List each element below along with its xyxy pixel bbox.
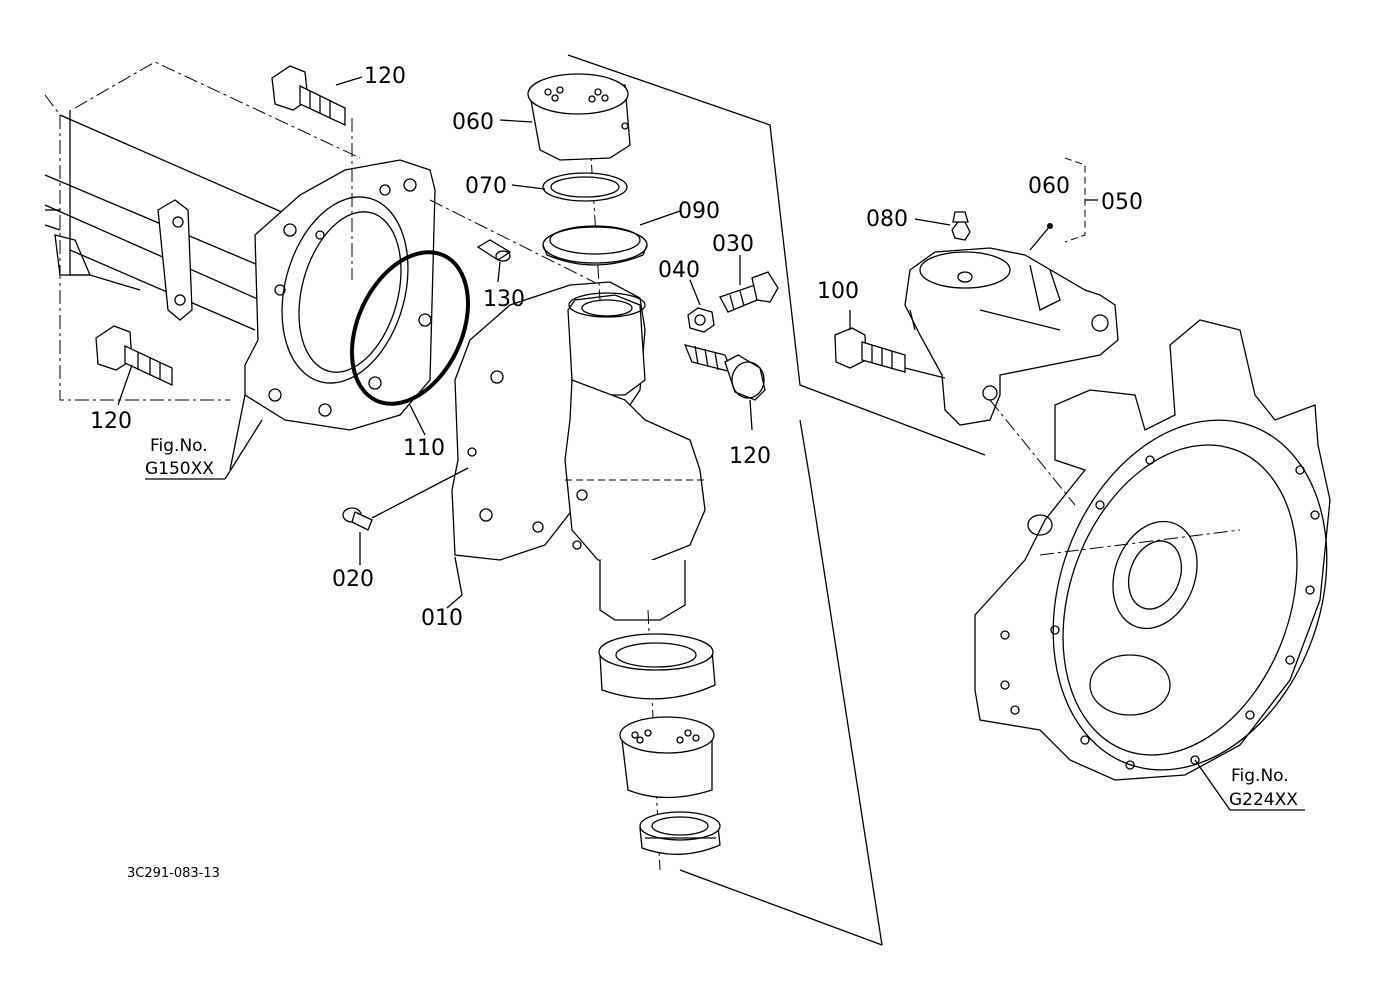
o-ring-110: [349, 250, 471, 436]
part-callouts: 120 060 070 090 030 040 130 120 110 120 …: [90, 64, 1143, 631]
pin-130: [429, 199, 611, 291]
seal-090: [542, 210, 681, 266]
bearing-race-lower: [598, 633, 716, 700]
thrust-bearing: [639, 811, 721, 855]
right-final-case: [974, 319, 1331, 811]
bolt-100: [834, 310, 946, 379]
bushing-lower: [619, 716, 715, 799]
callout-020: 020: [332, 567, 374, 592]
callout-050: 050: [1101, 190, 1143, 215]
callout-030: 030: [712, 232, 754, 257]
fig-ref-right-prefix: Fig.No.: [1231, 766, 1289, 786]
drawing-code: 3C291-083-13: [127, 866, 220, 881]
figure-reference-right: Fig.No. G224XX: [1229, 766, 1298, 810]
callout-120-left: 120: [90, 409, 132, 434]
callout-080: 080: [866, 207, 908, 232]
gear-case-010: [446, 281, 706, 621]
bolt-120-right: [683, 344, 766, 431]
fig-ref-right-code: G224XX: [1229, 790, 1298, 810]
kingpin-axis-top: [589, 139, 601, 301]
figure-reference-left: Fig.No. G150XX: [145, 419, 263, 480]
bolt-120-left: [95, 325, 173, 406]
callout-130: 130: [483, 287, 525, 312]
callout-060-right: 060: [1028, 174, 1070, 199]
callout-110: 110: [403, 436, 445, 461]
callout-120-right: 120: [729, 444, 771, 469]
callout-070: 070: [465, 174, 507, 199]
callout-060-top: 060: [452, 110, 494, 135]
reference-frame-lines: [567, 54, 986, 946]
fig-ref-left-prefix: Fig.No.: [150, 436, 208, 456]
nut-040: [687, 279, 715, 333]
callout-100: 100: [817, 279, 859, 304]
bolt-030: [719, 255, 779, 313]
fig-ref-left-code: G150XX: [145, 459, 214, 479]
bolt-120-top: [271, 65, 363, 280]
callout-010: 010: [421, 606, 463, 631]
callout-090: 090: [678, 199, 720, 224]
callout-040: 040: [658, 258, 700, 283]
knuckle-arm-050: [904, 247, 1119, 426]
ring-070: [511, 172, 628, 202]
group-bracket-050: [1029, 157, 1098, 251]
callout-120-top: 120: [364, 64, 406, 89]
bushing-060-top: [499, 73, 631, 161]
plug-020: [342, 467, 469, 565]
left-axle-housing: [44, 61, 436, 471]
grease-nipple-080: [914, 211, 971, 241]
